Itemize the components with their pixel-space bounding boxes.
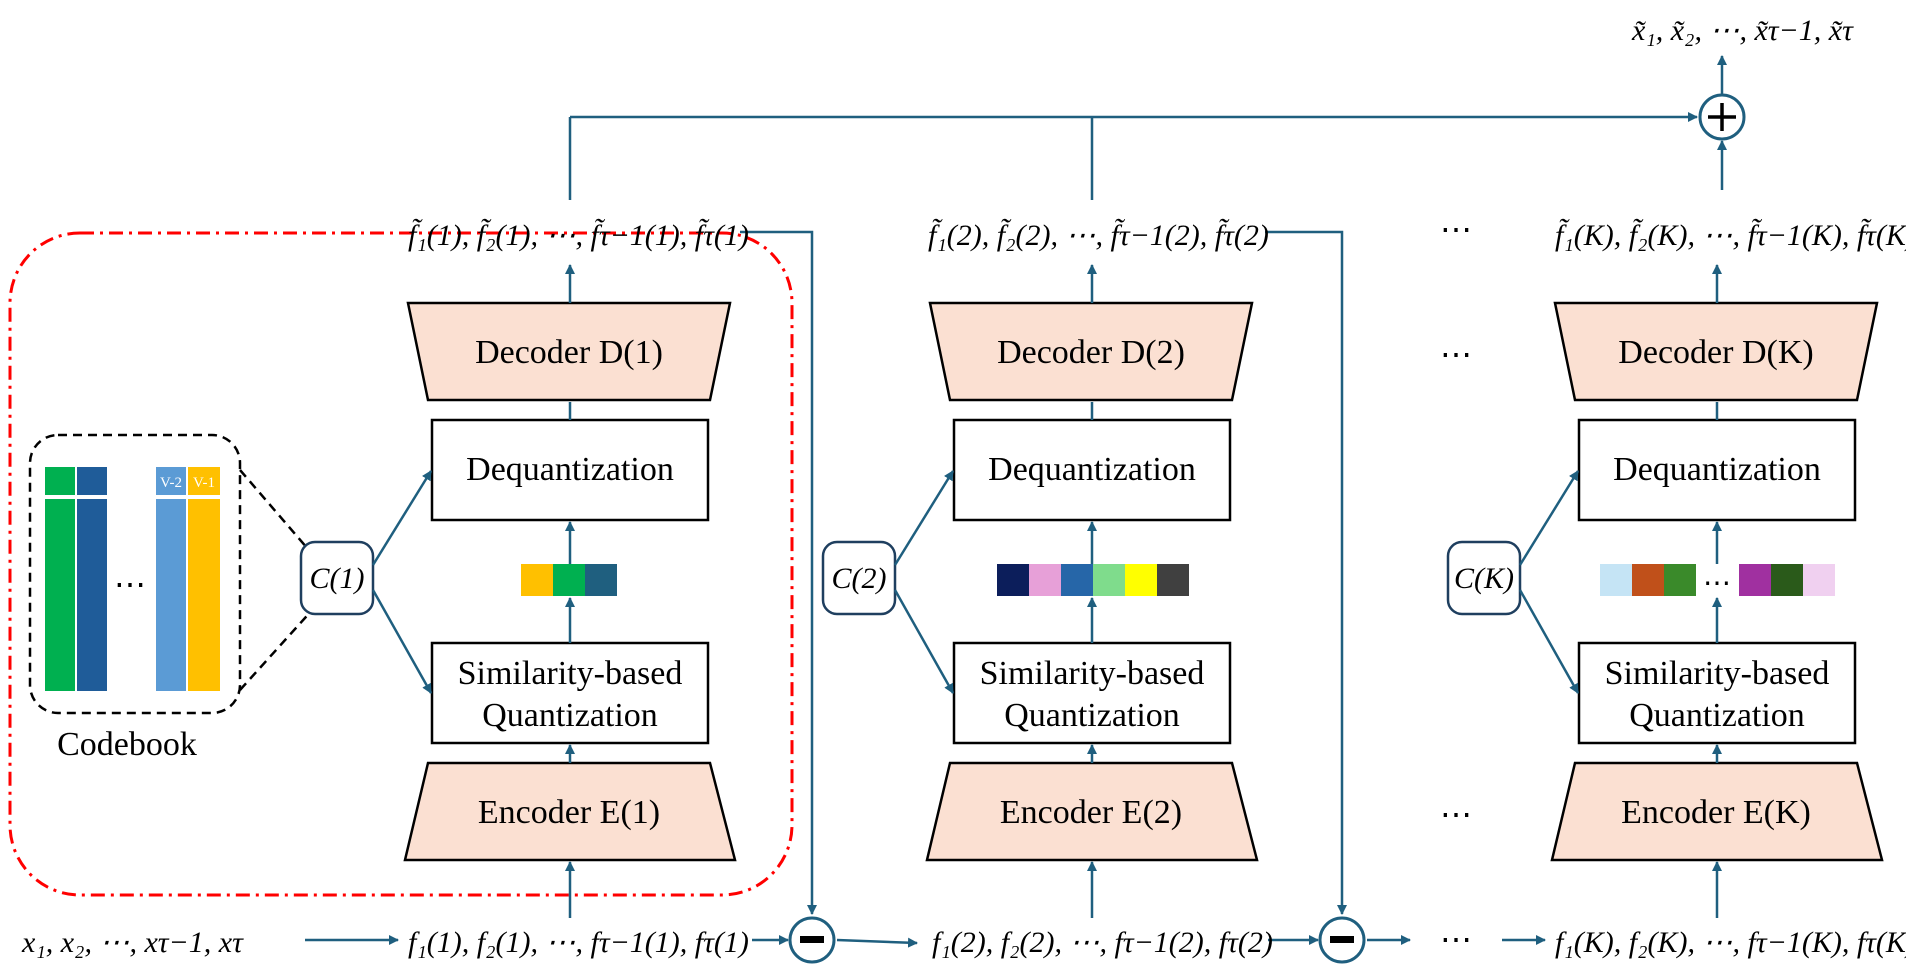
ellipsis-decoder: ⋯ [1440,336,1472,372]
connections [305,55,1727,948]
output-features-k: f̃₁(K), f̃₂(K), ⋯, f̃τ−1(K), f̃τ(K) [1555,219,1906,252]
dequantization-k-label: Dequantization [1613,451,1821,488]
codebook-col-2-head [77,467,107,495]
encoder-2 [925,761,1259,862]
decoder-1-label: Decoder D(1) [475,334,663,371]
arrow-ck-to-dequantk [1518,470,1580,566]
decoder-2 [928,301,1254,402]
token-k-6 [1803,564,1835,596]
codebook-inset: ⋯ V-2 V-1 Codebook [28,433,242,763]
codebook-node-1-label: C(1) [310,562,365,595]
codebook-label: Codebook [57,726,197,763]
input-features-k: f₁(K), f₂(K), ⋯, fτ−1(K), fτ(K) [1555,926,1906,959]
decoder-2-label: Decoder D(2) [997,334,1185,371]
encoder-1-label: Encoder E(1) [478,794,660,831]
codebook-ellipsis: ⋯ [114,566,146,602]
token-1-1 [521,564,553,596]
codebook-col-v1-head [188,467,220,495]
arrow-c1-to-quant1 [371,589,433,694]
decoder-k-label: Decoder D(K) [1618,334,1813,371]
quantization-1-label-1: Similarity-based [458,655,683,692]
output-features-1: f̃₁(1), f̃₂(1), ⋯, f̃τ−1(1), f̃τ(1) [408,219,749,252]
stage-k: Decoder D(K) Dequantization Similarity-b… [1446,301,1884,862]
arrow-c2-to-dequant2 [893,470,955,566]
codebook-connector-bottom [239,607,315,691]
subtract-node-1 [788,916,836,964]
codebook-node-k-label: C(K) [1454,562,1514,595]
token-2-4 [1093,564,1125,596]
output-features-2: f̃₁(2), f̃₂(2), ⋯, f̃τ−1(2), f̃τ(2) [928,219,1269,252]
token-k-2 [1632,564,1664,596]
output-sequence: x̃₁, x̃₂, ⋯, x̃τ−1, x̃τ [1631,14,1854,47]
codebook-node-2 [821,540,897,616]
arrow-c2-to-quant2 [893,589,955,694]
codebook-col-v2 [156,499,186,691]
encoder-k-label: Encoder E(K) [1621,794,1811,831]
token-1-2 [553,564,585,596]
decoder-k [1553,301,1879,402]
subtract-node-2 [1318,916,1366,964]
dequantization-k [1577,418,1857,522]
dequantization-1 [430,418,710,522]
token-k-5 [1771,564,1803,596]
token-k-ellipsis: ⋯ [1703,568,1731,599]
token-k-3 [1664,564,1696,596]
token-2-3 [1061,564,1093,596]
arrow-out2-to-minus2 [1265,230,1347,915]
input-features-1: f₁(1), f₂(1), ⋯, fτ−1(1), fτ(1) [408,926,749,959]
encoder-1 [403,761,737,862]
quantization-k [1577,641,1857,745]
quantization-1 [430,641,710,745]
input-features-2: f₁(2), f₂(2), ⋯, fτ−1(2), fτ(2) [932,926,1273,959]
ellipsis-bottom: ⋯ [1440,921,1472,957]
dequantization-1-label: Dequantization [466,451,674,488]
arrow-c1-to-dequant1 [371,470,433,566]
codebook-node-2-label: C(2) [832,562,887,595]
dequantization-2-label: Dequantization [988,451,1196,488]
codebook-connector-top [239,469,315,557]
codebook-col-v2-head [156,467,186,495]
codebook-col-v2-label: V-2 [160,475,182,491]
codebook-col-1 [45,499,75,691]
token-k-1 [1600,564,1632,596]
quantization-2-label-1: Similarity-based [980,655,1205,692]
token-2-1 [997,564,1029,596]
ellipsis-out: ⋯ [1440,211,1472,247]
quantization-2 [952,641,1232,745]
codebook-node-1 [299,540,375,616]
ellipsis-encoder: ⋯ [1440,796,1472,832]
token-k-4 [1739,564,1771,596]
stage1-highlight-region [8,231,794,897]
stage-1: Decoder D(1) Dequantization Similarity-b… [299,301,737,862]
quantization-2-label-2: Quantization [1004,697,1180,734]
quantization-k-label-1: Similarity-based [1605,655,1830,692]
arrow-minus1-to-f2 [836,937,918,948]
dequantization-2 [952,418,1232,522]
quantization-k-label-2: Quantization [1629,697,1805,734]
arrow-ck-to-quantk [1518,589,1580,694]
decoder-1 [406,301,732,402]
encoder-k [1550,761,1884,862]
codebook-frame [28,433,242,715]
codebook-col-2 [77,499,107,691]
codebook-node-k [1446,540,1522,616]
token-2-5 [1125,564,1157,596]
input-sequence: x₁, x₂, ⋯, xτ−1, xτ [21,926,244,959]
codebook-col-v1-label: V-1 [193,475,215,491]
arrow-out1-to-minus1 [740,230,817,915]
quantization-1-label-2: Quantization [482,697,658,734]
codebook-col-v1 [188,499,220,691]
sum-node [1698,93,1746,141]
encoder-2-label: Encoder E(2) [1000,794,1182,831]
token-2-2 [1029,564,1061,596]
token-2-6 [1157,564,1189,596]
codebook-col-1-head [45,467,75,495]
token-1-3 [585,564,617,596]
stage-2: Decoder D(2) Dequantization Similarity-b… [821,301,1259,862]
